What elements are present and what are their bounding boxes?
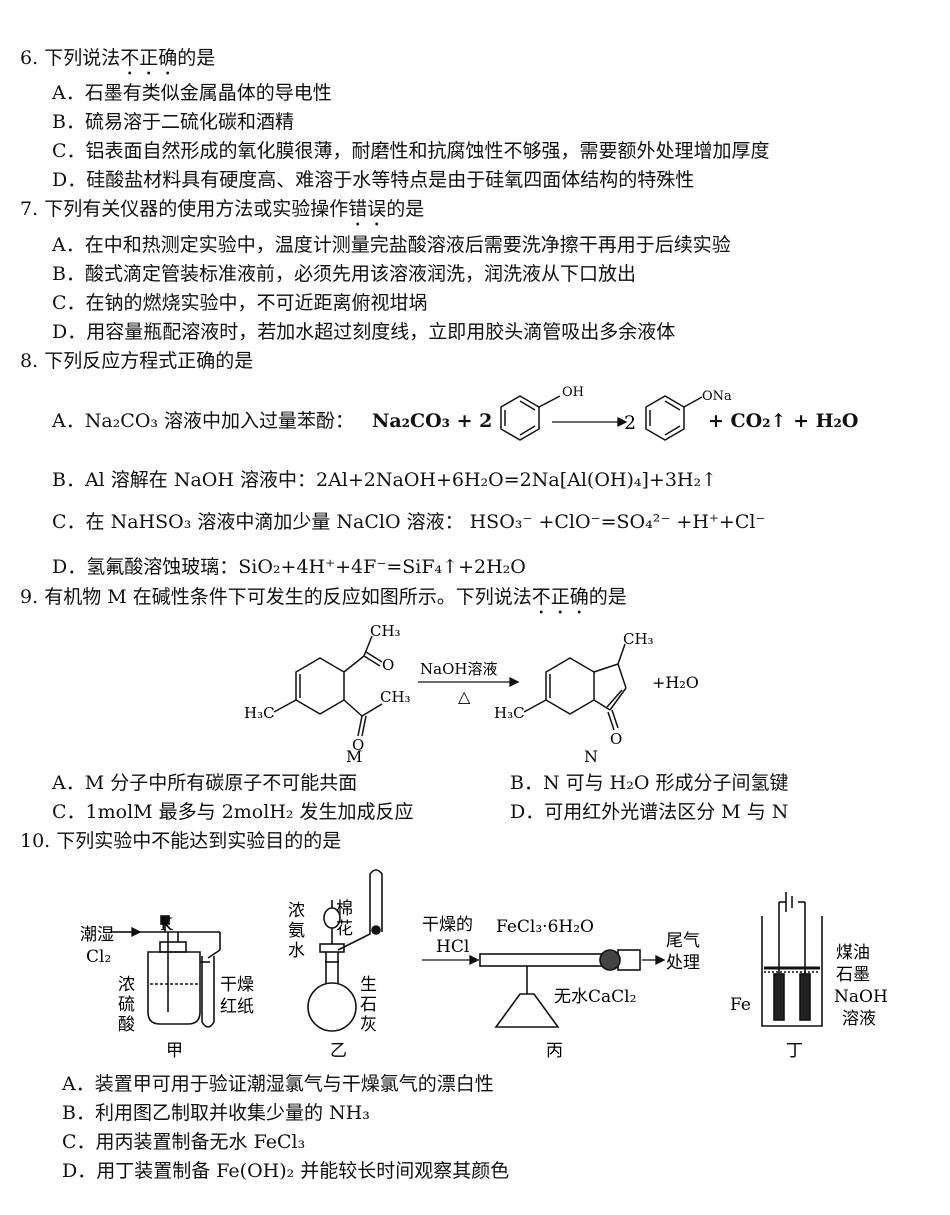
q8-option-c: C．在 NaHSO₃ 溶液中滴加少量 NaClO 溶液： HSO₃⁻ +ClO⁻… <box>52 511 766 533</box>
n-o: O <box>610 730 622 748</box>
jia-dry-1: 干燥 <box>220 975 254 995</box>
q8-stem: 8. 下列反应方程式正确的是 <box>20 350 254 372</box>
bing-caption: 丙 <box>546 1041 563 1061</box>
q10-option-b: B．利用图乙制取并收集少量的 NH₃ <box>62 1102 370 1124</box>
m-label: M <box>346 747 362 766</box>
q6-stem: 6. 下列说法不正确的是 <box>20 47 216 69</box>
q7-stem: 7. 下列有关仪器的使用方法或实验操作错误的是 <box>20 198 425 220</box>
q10-option-a: A．装置甲可用于验证潮湿氯气与干燥氯气的漂白性 <box>62 1073 494 1095</box>
n-h3c: H₃C <box>494 704 525 722</box>
phenol-oh-label: OH <box>562 385 584 400</box>
q8-option-a-label: A．Na₂CO₃ 溶液中加入过量苯酚： <box>52 410 355 432</box>
yi-left-1: 浓 <box>288 901 305 921</box>
q7-option-c: C．在钠的燃烧实验中，不可近距离俯视坩埚 <box>52 292 428 314</box>
sodium-phenoxide-structure <box>645 395 703 441</box>
q6-option-d: D．硅酸盐材料具有硬度高、难溶于水等特点是由于硅氧四面体结构的特殊性 <box>52 169 695 191</box>
yi-left-3: 水 <box>288 941 305 961</box>
q8-equation-structures: OH 2 ONa <box>500 385 732 441</box>
reaction-condition-top: NaOH溶液 <box>420 660 497 678</box>
yi-right-1: 生 <box>360 975 377 995</box>
q9-option-a: A．M 分子中所有碳原子不可能共面 <box>52 772 358 794</box>
bing-arrows <box>422 954 666 966</box>
yi-top-1: 棉 <box>336 899 353 919</box>
q10-apparatus-figure: 潮湿 Cl₂ K 浓 硫 酸 干燥 红纸 甲 浓 氨 水 棉 花 生 石 灰 乙… <box>80 869 888 1061</box>
apparatus-jia <box>110 915 221 1028</box>
jia-arrow <box>114 926 142 938</box>
reaction-condition-bottom: △ <box>458 687 471 706</box>
q8-option-a-rhs: + CO₂↑ + H₂O <box>708 410 859 432</box>
apparatus-yi <box>307 869 383 1032</box>
molecule-n-structure <box>523 643 627 731</box>
q7-option-a: A．在中和热测定实验中，温度计测量完盐酸溶液后需要洗净擦干再用于后续实验 <box>52 234 731 256</box>
q6-option-c: C．铝表面自然形成的氧化膜很薄，耐磨性和抗腐蚀性不够强，需要额外处理增加厚度 <box>52 140 770 162</box>
bing-dry-2: HCl <box>436 937 469 957</box>
yi-left-2: 氨 <box>288 921 305 941</box>
jia-cl2-label: Cl₂ <box>86 947 111 967</box>
q9-reaction-diagram: CH₃ O CH₃ O H₃C M NaOH溶液 △ CH₃ O H₃C +H₂… <box>244 622 699 766</box>
ding-kerosene: 煤油 <box>836 943 870 963</box>
reaction-arrow <box>552 416 628 428</box>
yi-right-3: 灰 <box>360 1015 377 1035</box>
q8-option-a-lhs: Na₂CO₃ + 2 <box>372 410 493 432</box>
q8-option-b: B．Al 溶解在 NaOH 溶液中：2Al+2NaOH+6H₂O=2Na[Al(… <box>52 469 718 491</box>
n-label: N <box>584 747 598 766</box>
q6-option-a: A．石墨有类似金属晶体的导电性 <box>52 82 332 104</box>
q10-option-c: C．用丙装置制备无水 FeCl₃ <box>62 1131 306 1153</box>
water-product: +H₂O <box>652 673 699 692</box>
jia-wet-label: 潮湿 <box>80 925 114 945</box>
jia-caption: 甲 <box>166 1041 183 1061</box>
bing-salt: FeCl₃·6H₂O <box>496 917 594 937</box>
m-h3c: H₃C <box>244 704 275 722</box>
ding-fe: Fe <box>730 995 751 1015</box>
q8-option-d: D．氢氟酸溶蚀玻璃：SiO₂+4H⁺+4F⁻=SiF₄↑+2H₂O <box>52 556 526 578</box>
q9-reaction-arrow <box>418 676 520 688</box>
ding-caption: 丁 <box>786 1041 803 1061</box>
m-o-bottom: O <box>352 736 364 754</box>
m-ch3-right: CH₃ <box>380 688 411 706</box>
yi-caption: 乙 <box>330 1041 347 1061</box>
q6-option-b: B．硫易溶于二硫化碳和酒精 <box>52 111 294 133</box>
jia-dry-2: 红纸 <box>220 997 254 1017</box>
ding-naoh-2: 溶液 <box>842 1009 876 1029</box>
q10-stem: 10. 下列实验中不能达到实验目的的是 <box>20 830 342 852</box>
q10-option-d: D．用丁装置制备 Fe(OH)₂ 并能较长时间观察其颜色 <box>62 1160 510 1182</box>
q9-option-c: C．1molM 最多与 2molH₂ 发生加成反应 <box>52 801 414 823</box>
phenoxide-ona-label: ONa <box>702 389 732 404</box>
q7-option-d: D．用容量瓶配溶液时，若加水超过刻度线，立即用胶头滴管吸出多余液体 <box>52 321 676 343</box>
yi-right-2: 石 <box>360 995 377 1015</box>
yi-top-2: 花 <box>336 919 353 939</box>
bing-cacl2: 无水CaCl₂ <box>554 987 636 1007</box>
apparatus-bing <box>479 949 641 1028</box>
bing-tail-1: 尾气 <box>666 931 700 951</box>
phenol-structure <box>500 395 561 441</box>
q9-option-b: B．N 可与 H₂O 形成分子间氢键 <box>510 772 789 794</box>
m-ch3-top: CH₃ <box>370 622 401 640</box>
bing-tail-2: 处理 <box>666 953 700 973</box>
q9-option-d: D．可用红外光谱法区分 M 与 N <box>510 801 789 823</box>
q8-option-a-coef: 2 <box>624 412 636 434</box>
jia-acid-3: 酸 <box>118 1015 135 1035</box>
bing-dry-1: 干燥的 <box>422 915 473 935</box>
jia-acid-2: 硫 <box>118 995 135 1015</box>
jia-k-label: K <box>160 915 173 935</box>
n-ch3: CH₃ <box>623 630 654 648</box>
q7-option-b: B．酸式滴定管装标准液前，必须先用该溶液润洗，润洗液从下口放出 <box>52 263 636 285</box>
apparatus-ding <box>761 892 823 1027</box>
jia-acid-1: 浓 <box>118 975 135 995</box>
q9-stem: 9. 有机物 M 在碱性条件下可发生的反应如图所示。下列说法不正确的是 <box>20 586 627 608</box>
m-o-top: O <box>382 656 394 674</box>
molecule-m-structure <box>273 635 383 737</box>
ding-naoh-1: NaOH <box>834 987 888 1007</box>
ding-graphite: 石墨 <box>836 965 870 985</box>
